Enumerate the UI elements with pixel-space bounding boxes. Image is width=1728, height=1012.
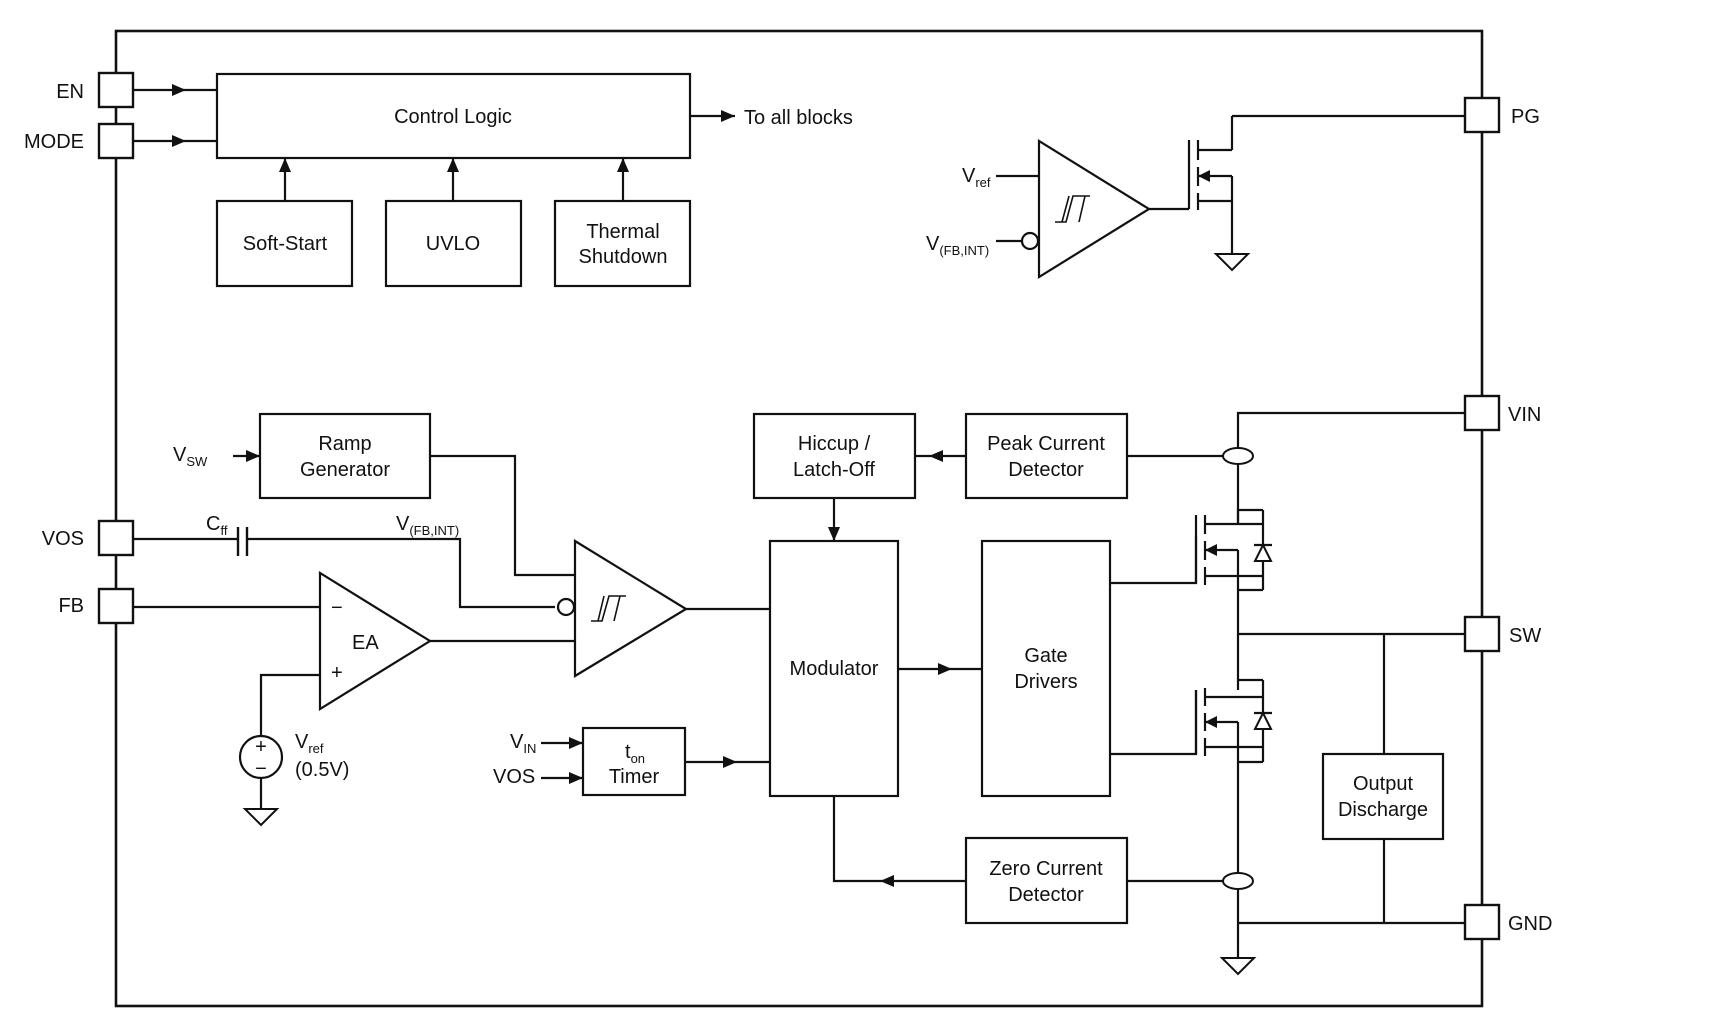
to-all-blocks-label: To all blocks — [744, 107, 853, 129]
ton-line2: Timer — [609, 766, 660, 788]
gate-drivers-block: Gate Drivers — [980, 539, 1112, 798]
pg-vfbint-label: V(FB,INT) — [926, 233, 989, 258]
peak-line1: Peak Current — [987, 433, 1105, 455]
discharge-line2: Discharge — [1338, 799, 1428, 821]
thermal-shutdown-block: Thermal Shutdown — [553, 199, 692, 288]
pg-mosfet-icon — [1187, 116, 1234, 244]
ground-icon — [243, 797, 279, 827]
hiccup-latchoff-block: Hiccup / Latch-Off — [752, 412, 917, 500]
pin-vos: VOS — [42, 519, 135, 557]
pin-en: EN — [56, 71, 135, 109]
ramp-line1: Ramp — [318, 433, 371, 455]
pin-en-label: EN — [56, 81, 84, 103]
ea-label: EA — [352, 632, 379, 654]
control-logic-block: Control Logic — [215, 72, 692, 160]
capacitor-icon — [236, 527, 249, 556]
current-sense-icon — [1222, 447, 1254, 465]
control-logic-label: Control Logic — [394, 106, 512, 128]
src-plus: + — [255, 736, 267, 758]
soft-start-block: Soft-Start — [215, 199, 354, 288]
pin-vin: VIN — [1463, 394, 1541, 432]
pin-gnd-label: GND — [1508, 913, 1552, 935]
peak-current-detector-block: Peak Current Detector — [964, 412, 1129, 500]
pin-mode-label: MODE — [24, 131, 84, 153]
voltage-source-icon: + − — [238, 734, 284, 780]
zero-line1: Zero Current — [989, 858, 1103, 880]
high-side-mosfet-icon — [1194, 515, 1263, 585]
thermal-line1: Thermal — [586, 221, 659, 243]
ea-plus: + — [331, 662, 343, 684]
body-diode-icon — [1238, 508, 1273, 592]
modulator-label: Modulator — [790, 658, 879, 680]
hysteresis-icon — [1055, 195, 1090, 223]
pg-vref-label: Vref — [962, 165, 991, 190]
uvlo-label: UVLO — [426, 233, 480, 255]
vfbint-label: V(FB,INT) — [396, 513, 459, 538]
ton-vos-label: VOS — [493, 766, 535, 788]
pin-mode: MODE — [24, 122, 135, 160]
pin-vos-label: VOS — [42, 528, 84, 550]
peak-line2: Detector — [1008, 459, 1084, 481]
vsw-label: VSW — [173, 444, 208, 469]
current-sense-icon — [1222, 872, 1254, 890]
gate-line1: Gate — [1024, 645, 1067, 667]
ton-vin-label: VIN — [510, 731, 536, 756]
gate-line2: Drivers — [1014, 671, 1077, 693]
inverting-bubble-icon — [556, 597, 576, 617]
hiccup-line1: Hiccup / — [798, 433, 871, 455]
zero-line2: Detector — [1008, 884, 1084, 906]
hysteresis-icon — [591, 595, 626, 622]
body-diode-icon — [1238, 678, 1273, 764]
output-discharge-block: Output Discharge — [1321, 752, 1445, 841]
uvlo-block: UVLO — [384, 199, 523, 288]
zero-current-detector-block: Zero Current Detector — [964, 836, 1129, 925]
ea-minus: − — [331, 597, 343, 619]
src-minus: − — [255, 758, 267, 780]
ic-outline — [114, 29, 1484, 1008]
error-amplifier: EA − + — [318, 571, 433, 711]
ground-icon — [1214, 242, 1250, 272]
ramp-line2: Generator — [300, 459, 390, 481]
pin-pg: PG — [1463, 96, 1540, 134]
pin-vin-label: VIN — [1508, 404, 1541, 426]
pin-gnd: GND — [1463, 903, 1552, 941]
pin-sw: SW — [1463, 615, 1541, 653]
pg-comparator — [1037, 139, 1152, 279]
pwm-comparator — [573, 539, 689, 678]
vref-value: (0.5V) — [295, 759, 349, 781]
pin-fb: FB — [58, 587, 135, 625]
ton-label: ton — [625, 741, 645, 766]
pin-pg-label: PG — [1511, 106, 1540, 128]
discharge-line1: Output — [1353, 773, 1413, 795]
pin-sw-label: SW — [1509, 625, 1541, 647]
soft-start-label: Soft-Start — [243, 233, 328, 255]
thermal-line2: Shutdown — [579, 246, 668, 268]
low-side-mosfet-icon — [1194, 688, 1263, 756]
ground-icon — [1220, 946, 1256, 976]
inverting-bubble-icon — [1020, 231, 1040, 251]
pin-fb-label: FB — [58, 595, 84, 617]
modulator-block: Modulator — [768, 539, 900, 798]
ton-timer-block: ton Timer — [581, 726, 687, 797]
ramp-generator-block: Ramp Generator — [258, 412, 432, 500]
hiccup-line2: Latch-Off — [793, 459, 875, 481]
cff-label: Cff — [206, 513, 228, 538]
ea-vref-label: Vref — [295, 731, 324, 756]
